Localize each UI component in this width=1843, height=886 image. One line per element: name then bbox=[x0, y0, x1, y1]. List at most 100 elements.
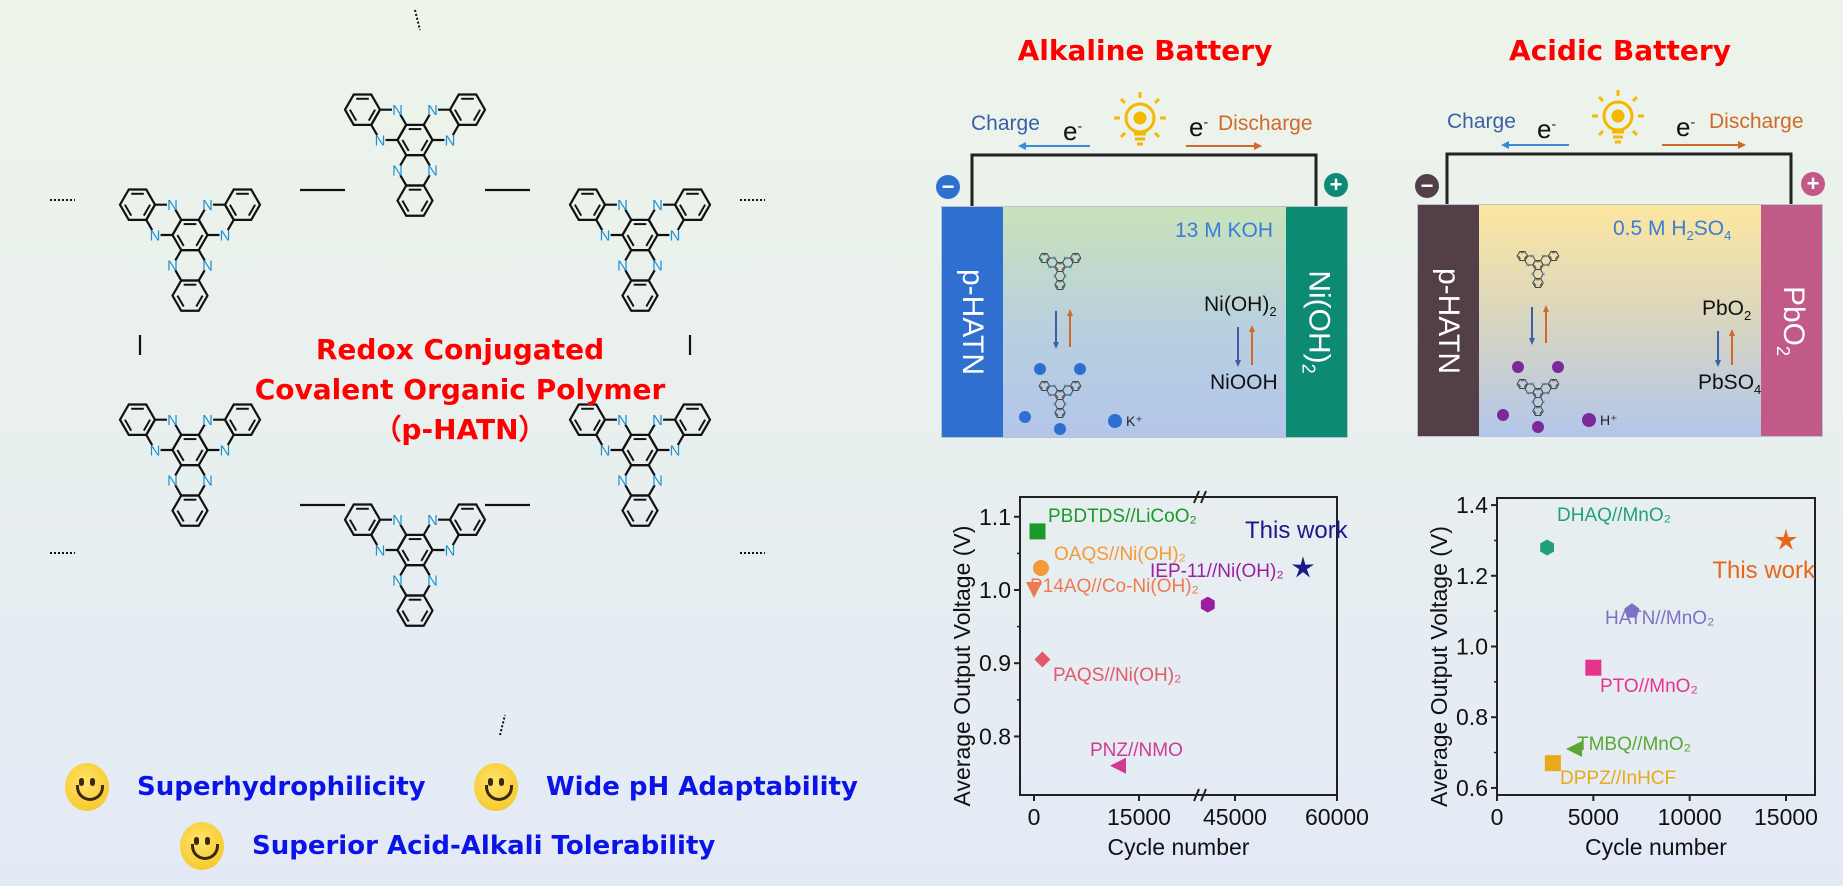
y-axis-label: Average Output Voltage (V) bbox=[1426, 526, 1452, 807]
point-label: OAQS//Ni(OH)₂ bbox=[1054, 544, 1186, 565]
double-bond bbox=[1055, 394, 1059, 399]
double-bond bbox=[1061, 394, 1065, 399]
double-bond bbox=[697, 204, 706, 217]
double-bond bbox=[420, 200, 429, 213]
redox-arrows bbox=[1053, 309, 1073, 349]
ring-bond bbox=[171, 494, 209, 527]
light-bulb-icon bbox=[1592, 90, 1644, 144]
double-bond bbox=[124, 419, 133, 432]
double-bond bbox=[420, 549, 429, 562]
alkaline-title: Alkaline Battery bbox=[1017, 34, 1273, 67]
nitrogen-atom: N bbox=[445, 133, 456, 149]
y-tick-label: 0.6 bbox=[1456, 775, 1488, 801]
discharge-label: Discharge bbox=[1709, 110, 1804, 133]
nitrogen-atom: N bbox=[1069, 265, 1072, 270]
nitrogen-atom: N bbox=[1053, 274, 1056, 279]
double-bond bbox=[1045, 385, 1049, 390]
double-bond bbox=[1045, 257, 1049, 262]
point-label: TMBQ//MnO₂ bbox=[1577, 734, 1691, 755]
ring-bond bbox=[343, 93, 382, 126]
y-tick-label: 0.9 bbox=[979, 650, 1011, 676]
x-tick-label: 0 bbox=[1491, 804, 1504, 830]
double-bond bbox=[679, 419, 688, 432]
double-bond bbox=[195, 510, 204, 523]
nitrogen-atom: N bbox=[1542, 254, 1545, 259]
nitrogen-atom: N bbox=[1064, 256, 1067, 261]
double-bond bbox=[176, 295, 185, 308]
ring-bond bbox=[448, 503, 487, 536]
feature-label: Superhydrophilicity bbox=[137, 772, 426, 802]
data-point: This work bbox=[1245, 517, 1349, 578]
double-bond bbox=[142, 419, 151, 432]
electrolyte-label: 13 M KOH bbox=[1175, 219, 1274, 242]
double-bond bbox=[176, 234, 185, 247]
ring-bond bbox=[171, 279, 209, 312]
y-tick-label: 1.1 bbox=[979, 504, 1011, 530]
nitrogen-atom: N bbox=[652, 198, 663, 214]
ring-bond bbox=[568, 403, 607, 436]
data-point: IEP-11//Ni(OH)₂ bbox=[1150, 561, 1284, 613]
nitrogen-atom: N bbox=[150, 228, 161, 244]
nitrogen-atom: N bbox=[652, 259, 663, 275]
marker-pentagon bbox=[1624, 603, 1640, 618]
bound-ion bbox=[1497, 409, 1509, 421]
double-bond bbox=[142, 204, 151, 217]
marker-square bbox=[1544, 755, 1561, 772]
bound-ion bbox=[1074, 363, 1086, 375]
ring-bond bbox=[223, 403, 262, 436]
bound-ion bbox=[1019, 411, 1031, 423]
ion-marker bbox=[1582, 413, 1596, 427]
x-tick-label: 45000 bbox=[1203, 804, 1267, 830]
ring-bond bbox=[1516, 250, 1529, 261]
ring-bond bbox=[621, 494, 659, 527]
point-label: IEP-11//Ni(OH)₂ bbox=[1150, 561, 1284, 582]
nitrogen-atom: N bbox=[150, 443, 161, 459]
electron-label: e- bbox=[1063, 116, 1083, 146]
y-axis-label: Average Output Voltage (V) bbox=[949, 526, 975, 807]
x-axis-label: Cycle number bbox=[1585, 834, 1727, 860]
double-bond bbox=[626, 510, 635, 523]
ring-bond bbox=[448, 93, 487, 126]
nitrogen-atom: N bbox=[392, 103, 403, 119]
ring-bond bbox=[1069, 380, 1082, 391]
x-tick-label: 60000 bbox=[1305, 804, 1369, 830]
ring-bond bbox=[621, 279, 659, 312]
data-point: TMBQ//MnO₂ bbox=[1566, 734, 1691, 758]
double-bond bbox=[229, 419, 238, 432]
ring-bond bbox=[1532, 406, 1544, 417]
point-label: PNZ//NMO bbox=[1090, 740, 1183, 761]
point-label: HATN//MnO₂ bbox=[1605, 608, 1714, 629]
nitrogen-atom: N bbox=[652, 413, 663, 429]
double-bond bbox=[1055, 266, 1059, 271]
feature-label: Superior Acid-Alkali Tolerability bbox=[252, 831, 716, 861]
nitrogen-atom: N bbox=[167, 198, 178, 214]
cathode-label: PbO2 bbox=[1773, 285, 1811, 356]
anode-electrode: p-HATN bbox=[1418, 205, 1479, 436]
nitrogen-atom: N bbox=[427, 164, 438, 180]
point-label: P14AQ//Co-Ni(OH)₂ bbox=[1030, 576, 1199, 597]
polymer-title-line-2: Covalent Organic Polymer bbox=[254, 373, 666, 406]
nitrogen-atom: N bbox=[617, 474, 628, 490]
feature-acid-alkali: Superior Acid-Alkali Tolerability bbox=[180, 822, 715, 870]
double-bond bbox=[1523, 255, 1527, 260]
nitrogen-atom: N bbox=[1531, 400, 1534, 405]
data-point: OAQS//Ni(OH)₂ bbox=[1033, 544, 1186, 577]
double-bond bbox=[1061, 412, 1065, 417]
smiley-icon bbox=[65, 763, 109, 811]
nitrogen-atom: N bbox=[427, 574, 438, 590]
marker-hexagon bbox=[1200, 596, 1215, 613]
point-label: DPPZ//InHCF bbox=[1560, 768, 1676, 789]
light-bulb-icon bbox=[1114, 92, 1166, 146]
data-point: P14AQ//Co-Ni(OH)₂ bbox=[1026, 576, 1199, 598]
charge-arrow-head bbox=[1018, 142, 1026, 150]
data-point: PTO//MnO₂ bbox=[1585, 659, 1698, 697]
charge-label: Charge bbox=[971, 112, 1040, 135]
x-tick-label: 5000 bbox=[1568, 804, 1619, 830]
data-point: This work bbox=[1712, 528, 1816, 584]
double-bond bbox=[195, 449, 204, 462]
